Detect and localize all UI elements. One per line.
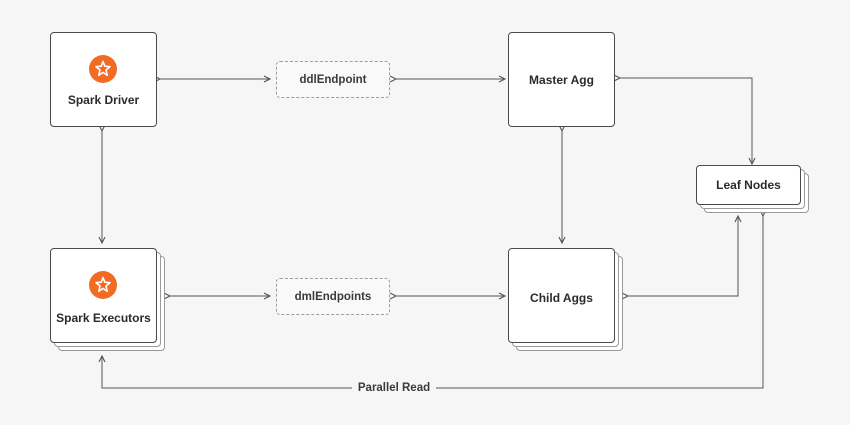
spark-driver-label: Spark Driver [67,93,140,107]
dml-endpoints-label: dmlEndpoints [294,290,372,303]
spark-star-icon [89,55,117,83]
dml-endpoints-box: dmlEndpoints [276,278,390,315]
parallel-read-label: Parallel Read [352,379,436,397]
spark-executors-node: Spark Executors [50,248,157,343]
child-aggs-label: Child Aggs [530,291,593,305]
child-leaf-arrow [628,216,738,296]
ddl-endpoint-box: ddlEndpoint [276,61,390,98]
leaf-nodes-label: Leaf Nodes [716,178,781,192]
master-leaf-arrow [620,78,752,164]
child-aggs-node: Child Aggs [508,248,615,343]
spark-driver-node: Spark Driver [50,32,157,127]
master-agg-label: Master Agg [529,73,594,87]
master-agg-node: Master Agg [508,32,615,127]
parallel-read-arrow [102,216,763,389]
spark-executors-label: Spark Executors [56,311,151,325]
ddl-endpoint-label: ddlEndpoint [299,73,367,86]
leaf-nodes-node: Leaf Nodes [696,165,801,205]
spark-star-icon [89,271,117,299]
